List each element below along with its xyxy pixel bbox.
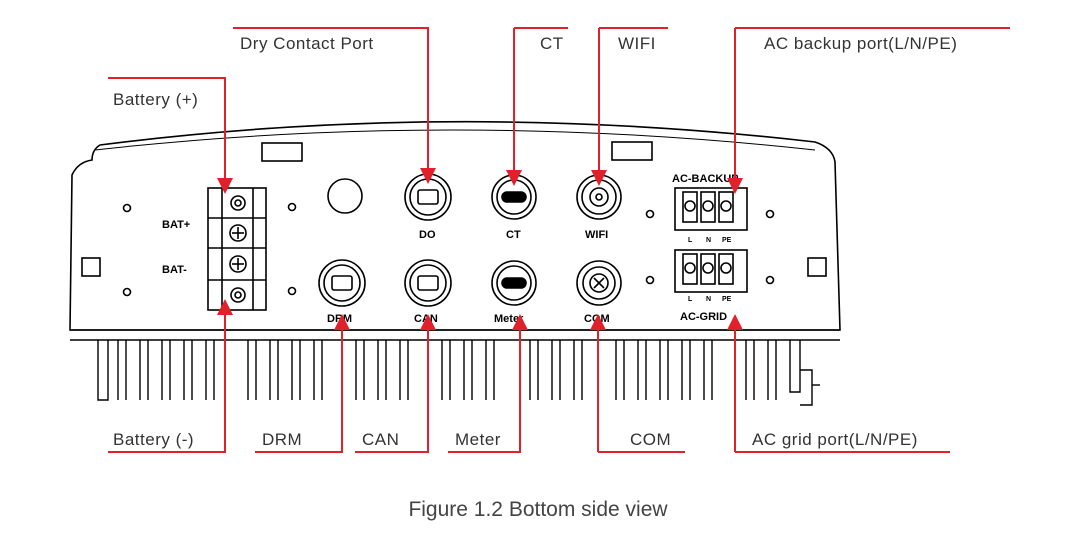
ac-grid-connector <box>674 249 748 293</box>
callout-meter: Meter <box>455 430 501 449</box>
label-ac-grid: AC-GRID <box>680 311 727 323</box>
mounting-hole <box>765 275 775 285</box>
label-ac-backup: AC-BACKUP <box>672 173 739 185</box>
mounting-hole <box>645 209 655 219</box>
callout-battery-negative: Battery (-) <box>113 430 195 449</box>
arrowhead <box>217 178 233 194</box>
callout-line-can <box>355 330 429 453</box>
callout-line-ac-backup <box>734 27 1010 178</box>
callout-ac-grid-port: AC grid port(L/N/PE) <box>752 430 918 449</box>
callout-drm: DRM <box>262 430 303 449</box>
callout-arrowheads <box>217 168 743 330</box>
top-tab-right <box>611 141 653 161</box>
heatsink-fins <box>97 340 820 406</box>
drm-port <box>318 259 366 307</box>
mounting-hole <box>287 202 297 212</box>
com-port <box>576 260 622 306</box>
blank-plug <box>327 178 363 214</box>
mounting-hole <box>287 286 297 296</box>
callout-line-drm <box>255 330 343 453</box>
arrowhead <box>512 314 528 330</box>
callout-com: COM <box>630 430 672 449</box>
arrowhead <box>590 314 606 330</box>
side-bracket-left <box>81 257 101 277</box>
top-tab-left <box>261 142 303 162</box>
arrowhead <box>420 168 436 184</box>
label-bat-neg: BAT- <box>162 264 187 276</box>
ac-backup-connector <box>674 187 748 231</box>
label-bat-pos: BAT+ <box>162 219 190 231</box>
mounting-hole <box>122 203 132 213</box>
arrowhead <box>727 314 743 330</box>
label-do: DO <box>419 229 436 241</box>
callout-line-dry-contact <box>233 27 429 168</box>
figure-caption: Figure 1.2 Bottom side view <box>408 498 668 521</box>
callout-line-battery-pos <box>108 77 226 178</box>
arrowhead <box>591 170 607 186</box>
label-ct: CT <box>506 229 521 241</box>
callout-line-ac-grid <box>734 330 950 453</box>
callout-line-meter <box>448 330 521 453</box>
label-wifi: WIFI <box>585 229 608 241</box>
label-grid-pe: PE <box>722 296 732 303</box>
callout-lines <box>108 27 1010 453</box>
inverter-top-edge <box>94 129 816 151</box>
callout-line-ct <box>513 27 568 170</box>
label-backup-n: N <box>706 237 711 244</box>
callout-line-wifi <box>598 27 668 170</box>
battery-terminal-block <box>207 187 267 311</box>
meter-port <box>491 260 537 306</box>
label-grid-n: N <box>706 296 711 303</box>
arrowhead <box>727 178 743 194</box>
callout-ct: CT <box>540 34 564 53</box>
callout-battery-positive: Battery (+) <box>113 90 199 109</box>
arrowhead <box>506 170 522 186</box>
side-bracket-right <box>807 257 827 277</box>
callout-ac-backup-port: AC backup port(L/N/PE) <box>764 34 958 53</box>
can-port <box>404 259 452 307</box>
callout-dry-contact-port: Dry Contact Port <box>240 34 374 53</box>
label-backup-l: L <box>688 237 693 244</box>
callout-can: CAN <box>362 430 400 449</box>
callout-line-battery-neg <box>108 315 226 453</box>
arrowhead <box>217 299 233 315</box>
mounting-hole <box>122 287 132 297</box>
label-backup-pe: PE <box>722 237 732 244</box>
arrowhead <box>420 314 436 330</box>
label-grid-l: L <box>688 296 693 303</box>
mounting-hole <box>645 275 655 285</box>
callout-wifi: WIFI <box>618 34 656 53</box>
callout-line-com <box>597 330 685 453</box>
arrowhead <box>334 314 350 330</box>
mounting-hole <box>765 209 775 219</box>
